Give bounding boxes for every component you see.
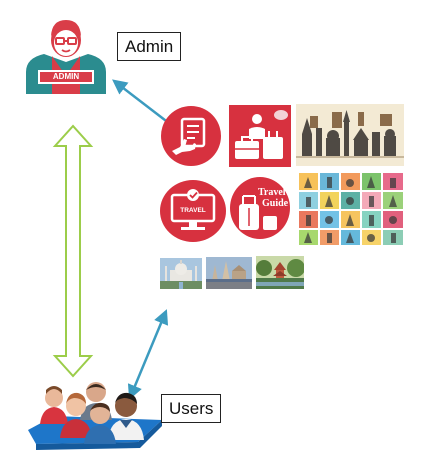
world-landmarks-image (296, 104, 404, 166)
admin-badge-text: ADMIN (52, 72, 80, 81)
photo-temple (206, 257, 252, 289)
users-group-icon (28, 382, 162, 450)
landmark-stamps-grid (297, 171, 405, 247)
travel-guide-title-2: Guide (262, 198, 289, 209)
users-features-arrow (127, 309, 169, 400)
admin-features-arrow (112, 79, 180, 132)
users-label: Users (161, 394, 222, 423)
travel-guide-icon (230, 177, 290, 239)
admin-icon (26, 20, 106, 94)
travel-monitor-text: TRAVEL (180, 207, 206, 214)
photo-pagoda (256, 256, 304, 289)
admin-label: Admin (117, 32, 182, 61)
traveler-luggage-icon (229, 105, 291, 167)
travel-monitor-icon (160, 180, 226, 242)
admin-users-double-arrow (52, 124, 94, 378)
travel-guide-title-1: Travel (258, 187, 286, 198)
photo-taj-mahal (160, 258, 202, 289)
travel-booking-icon (161, 106, 221, 166)
